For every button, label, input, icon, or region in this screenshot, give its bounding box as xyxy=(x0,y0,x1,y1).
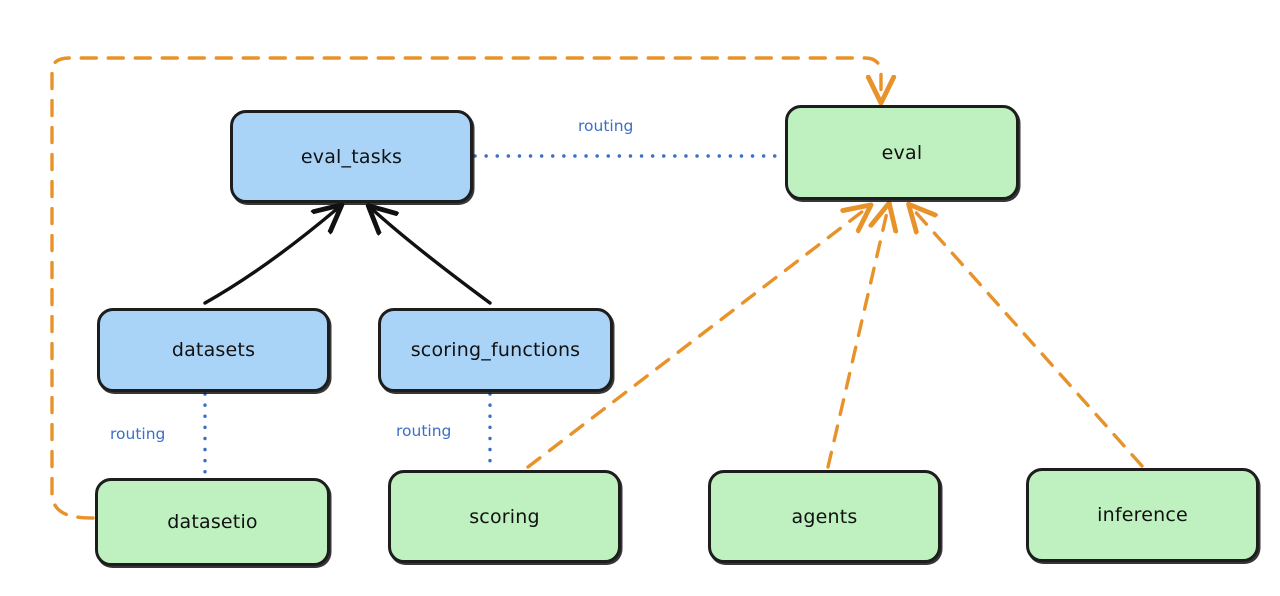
node-label-eval: eval xyxy=(881,141,923,164)
edge-label-routing-datasets-datasetio: routing xyxy=(110,425,166,443)
edge-label-routing-scoring-functions-scoring: routing xyxy=(396,422,452,440)
node-datasetio[interactable]: datasetio xyxy=(95,478,330,566)
node-scoring[interactable]: scoring xyxy=(388,470,621,563)
node-datasets[interactable]: datasets xyxy=(97,308,330,392)
node-label-scoring: scoring xyxy=(469,505,540,528)
node-label-datasetio: datasetio xyxy=(167,511,258,533)
node-inference[interactable]: inference xyxy=(1026,468,1259,562)
node-label-inference: inference xyxy=(1097,504,1188,526)
edge-datasets-to-eval_tasks xyxy=(203,208,338,305)
node-label-scoring-functions: scoring_functions xyxy=(410,339,581,361)
node-label-eval-tasks: eval_tasks xyxy=(300,145,403,168)
node-label-datasets: datasets xyxy=(171,339,256,361)
node-scoring-functions[interactable]: scoring_functions xyxy=(378,308,613,392)
node-eval-tasks[interactable]: eval_tasks xyxy=(230,110,473,203)
node-label-agents: agents xyxy=(791,505,858,528)
node-eval[interactable]: eval xyxy=(785,105,1019,200)
edge-label-routing-eval-tasks-eval: routing xyxy=(578,117,634,135)
edge-agents-to-eval-dependency xyxy=(826,208,888,469)
node-agents[interactable]: agents xyxy=(708,470,941,563)
edge-inference-to-eval-dependency xyxy=(912,208,1144,468)
edge-scoring-functions-to-eval_tasks xyxy=(372,209,492,305)
